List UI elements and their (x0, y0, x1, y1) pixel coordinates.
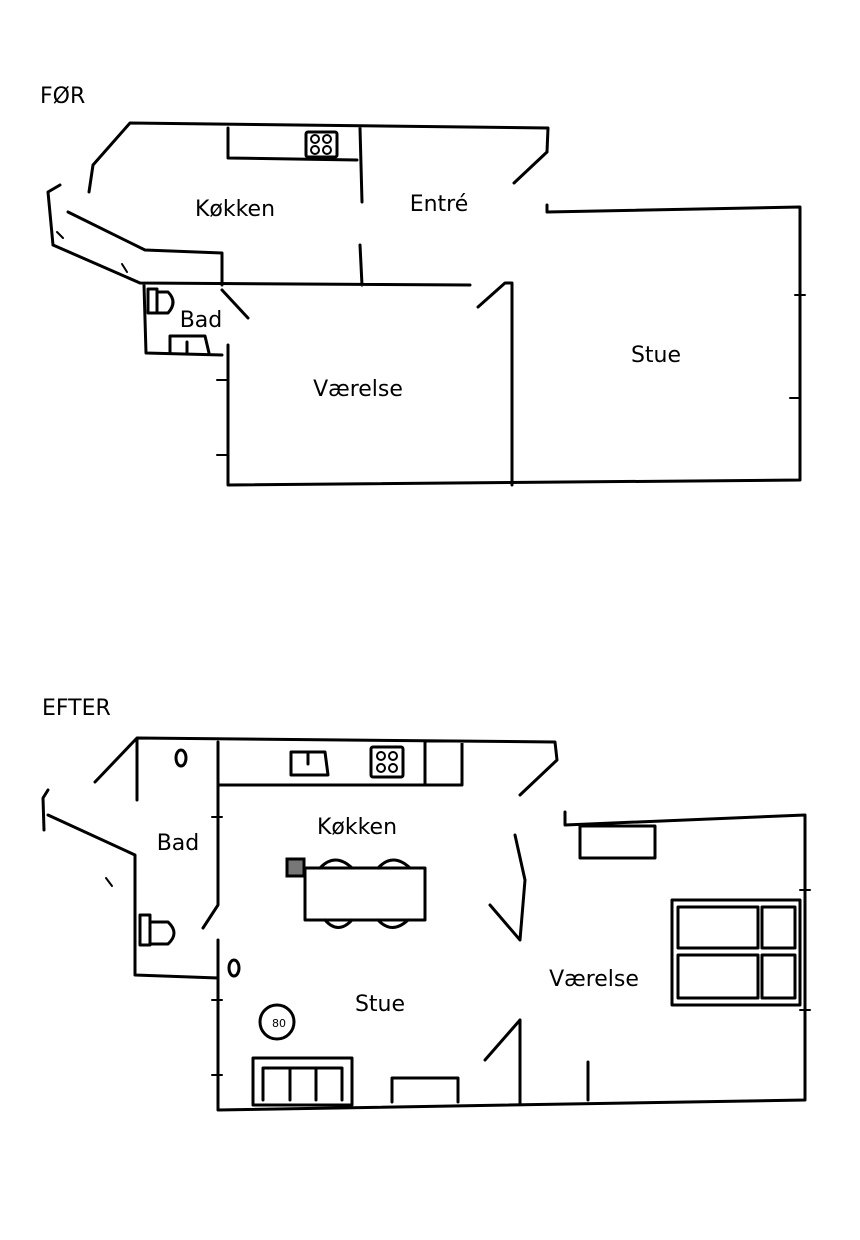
bench-icon (390, 1076, 460, 1104)
before-room-kitchen: Køkken (195, 197, 275, 222)
before-window-ticks (56, 231, 806, 456)
after-room-bedroom: Værelse (549, 967, 639, 992)
after-heading: EFTER (42, 696, 111, 721)
before-plan: FØR Køkken Entré Bad Værelse Stue (40, 84, 806, 487)
dining-table-icon (285, 857, 427, 929)
round-table-icon (258, 1003, 296, 1041)
desk-icon (578, 824, 657, 860)
after-walls (41, 736, 807, 1112)
before-room-living: Stue (631, 343, 681, 368)
after-toilet-icon (138, 913, 176, 947)
after-sink-icon (289, 750, 330, 777)
after-window-ticks (105, 816, 811, 1076)
bed-icon (670, 898, 802, 1007)
sofa-icon (251, 1056, 354, 1107)
before-heading: FØR (40, 84, 85, 109)
before-toilet-icon (146, 287, 175, 315)
stove-fireplace-icon (227, 958, 241, 978)
after-room-living: Stue (355, 992, 405, 1017)
before-sink-icon (168, 334, 211, 355)
before-room-bathroom: Bad (180, 308, 223, 333)
round-table-label: 80 (272, 1017, 286, 1030)
after-bath-sink-icon (174, 748, 188, 768)
after-stove-icon (369, 745, 405, 779)
after-room-bathroom: Bad (157, 831, 200, 856)
plant-icon (285, 857, 306, 878)
before-walls (46, 121, 802, 487)
before-stove-icon (304, 130, 339, 159)
after-room-kitchen: Køkken (317, 815, 397, 840)
before-room-entrance: Entré (410, 192, 469, 217)
before-room-bedroom: Værelse (313, 377, 403, 402)
after-plan: EFTER 80 Køkken Bad Stue Værelse (41, 696, 811, 1112)
